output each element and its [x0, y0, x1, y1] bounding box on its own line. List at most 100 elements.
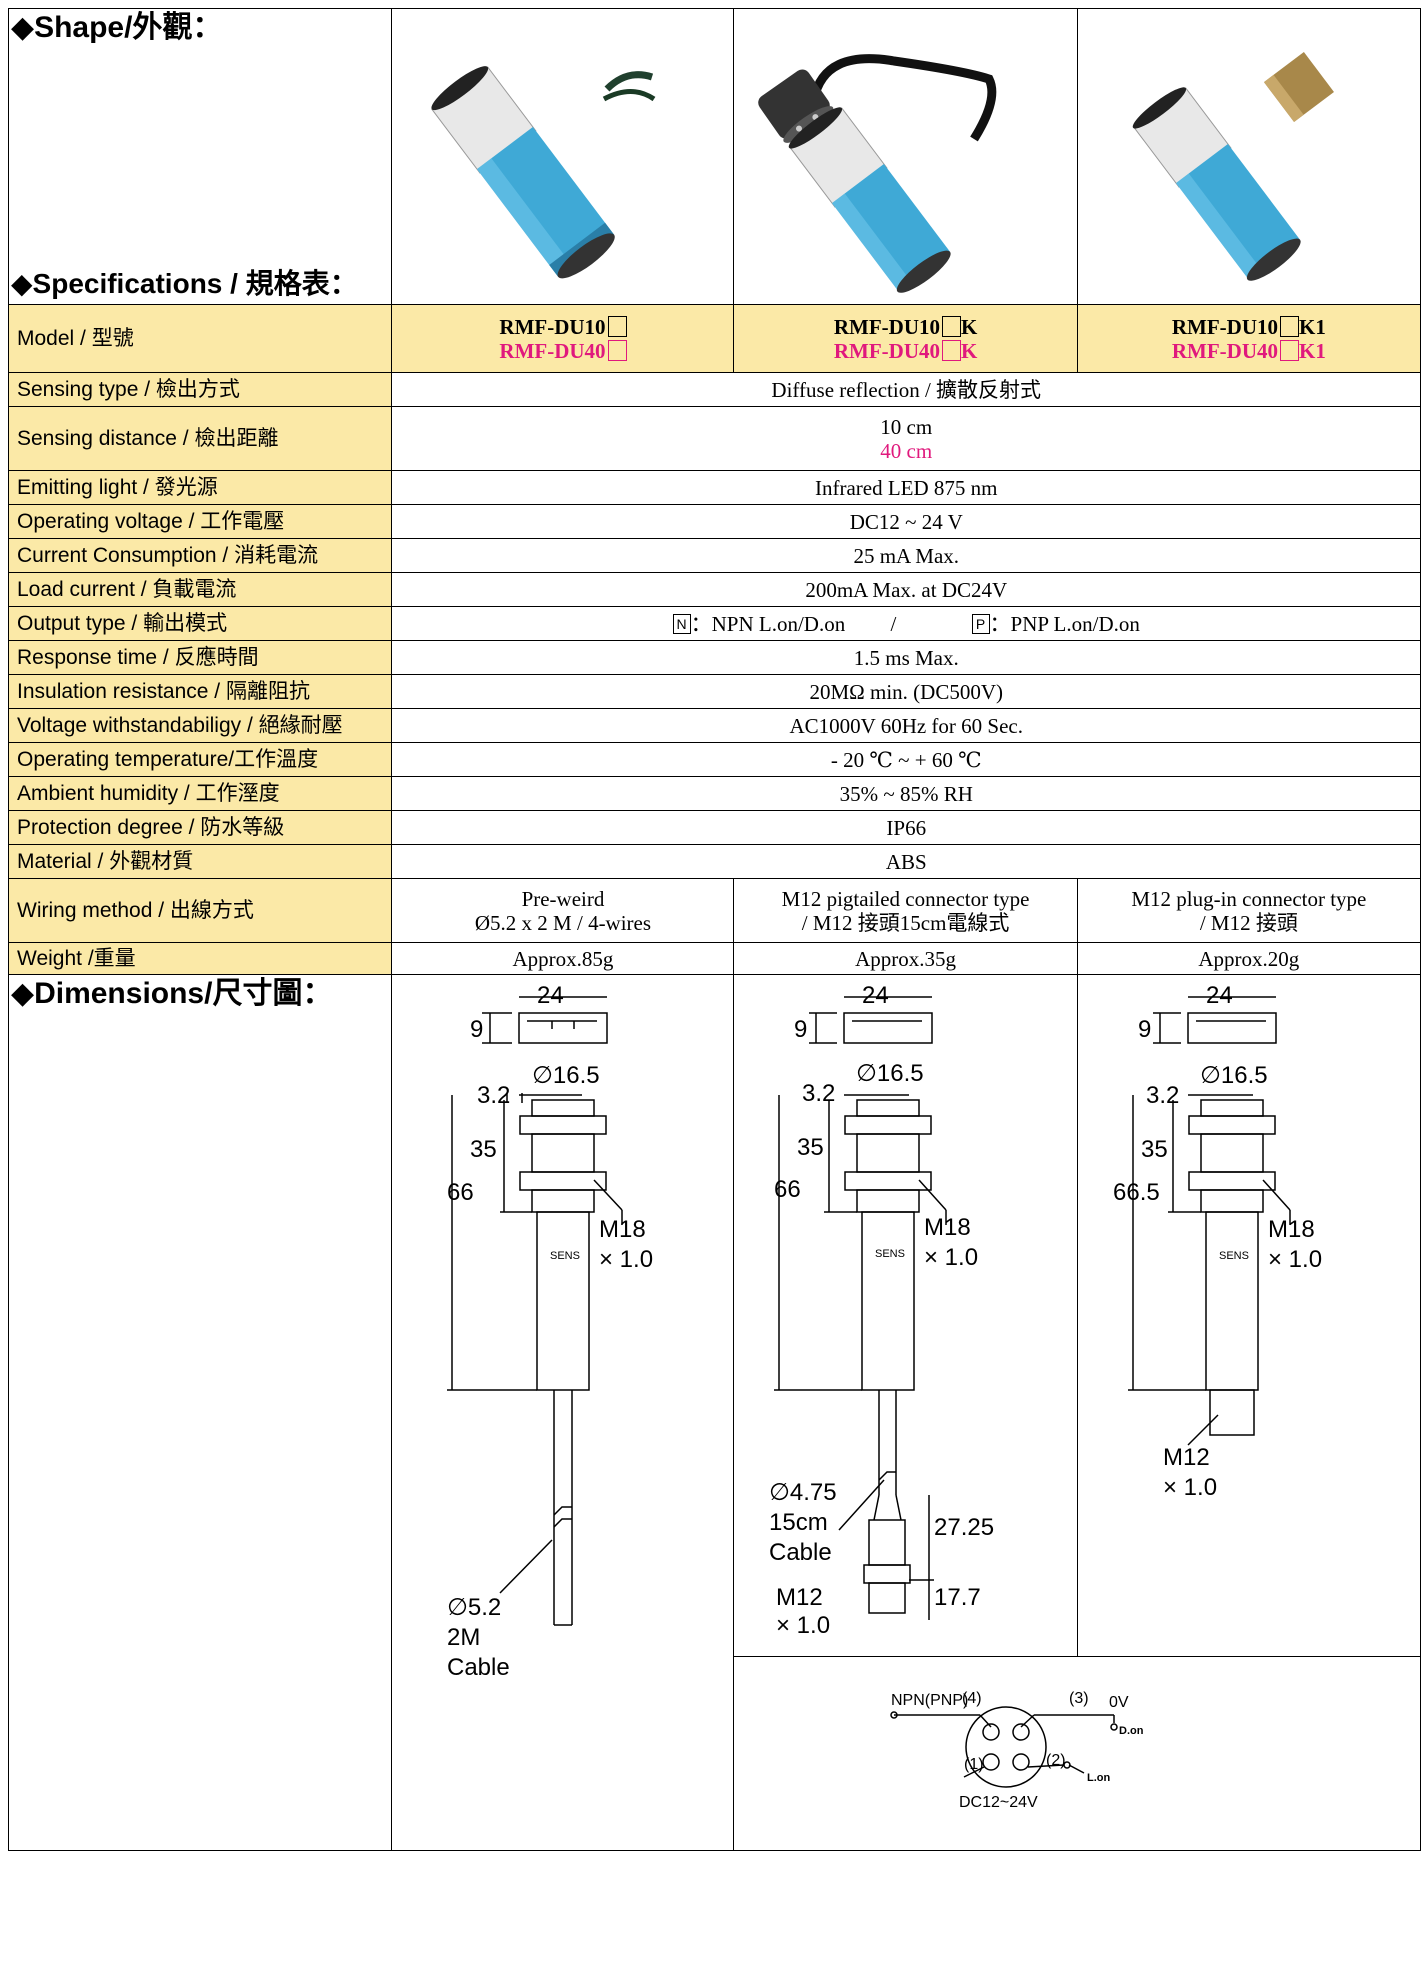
value-humidity: 35% ~ 85% RH [391, 776, 1421, 812]
svg-text:3.2: 3.2 [802, 1080, 835, 1107]
label-wiring: Wiring method / 出線方式 [7, 878, 393, 944]
svg-text:9: 9 [794, 1016, 807, 1043]
label-current-consumption: Current Consumption / 消耗電流 [7, 538, 393, 574]
dimensions-heading-cell: ◆Dimensions/尺寸圖： [7, 974, 393, 1852]
svg-text:Cable: Cable [769, 1539, 832, 1566]
value-insulation: 20MΩ min. (DC500V) [391, 674, 1421, 710]
svg-text:15cm: 15cm [769, 1509, 828, 1536]
svg-text:0V: 0V [1109, 1694, 1129, 1711]
pinout-cell: NPN(PNP) (4) (3) 0V D.on (1) (2) L.on DC… [733, 1655, 1421, 1852]
svg-text:66: 66 [447, 1179, 474, 1206]
dimension-svg-1: 24 9 ∅16.5 3.2 35 66 M18 × 1.0 SENS ∅5.2… [447, 982, 654, 1681]
spec-table: ◆Shape/外觀： ◆Specifications / 規格表： [7, 7, 1422, 1852]
svg-text:× 1.0: × 1.0 [1268, 1246, 1322, 1273]
svg-text:× 1.0: × 1.0 [599, 1246, 653, 1273]
value-load-current: 200mA Max. at DC24V [391, 572, 1421, 608]
label-protection: Protection degree / 防水等級 [7, 810, 393, 846]
label-response-time: Response time / 反應時間 [7, 640, 393, 676]
value-sensing-distance: 10 cm 40 cm [391, 406, 1421, 472]
svg-text:NPN(PNP): NPN(PNP) [891, 1692, 968, 1709]
value-material: ABS [391, 844, 1421, 880]
label-operating-voltage: Operating voltage / 工作電壓 [7, 504, 393, 540]
value-voltage-withstand: AC1000V 60Hz for 60 Sec. [391, 708, 1421, 744]
dimension-svg-3: 24 9 ∅16.5 3.2 35 66.5 M18 × 1.0 SENS M1… [1113, 982, 1322, 1501]
value-current-consumption: 25 mA Max. [391, 538, 1421, 574]
value-operating-voltage: DC12 ~ 24 V [391, 504, 1421, 540]
svg-text:∅16.5: ∅16.5 [856, 1060, 924, 1087]
svg-text:17.7: 17.7 [934, 1584, 981, 1611]
dimensions-heading: ◆Dimensions/尺寸圖： [11, 977, 333, 1011]
label-emitting-light: Emitting light / 發光源 [7, 470, 393, 506]
svg-text:∅16.5: ∅16.5 [1200, 1062, 1268, 1089]
svg-text:SENS: SENS [550, 1250, 580, 1262]
svg-text:(3): (3) [1069, 1690, 1089, 1707]
sensor-plug-image [1132, 52, 1334, 281]
svg-text:2M: 2M [447, 1624, 480, 1651]
datasheet: ◆Shape/外觀： ◆Specifications / 規格表： [7, 7, 1422, 1966]
value-output-type: N：NPN L.on/D.on / P：PNP L.on/D.on [391, 606, 1421, 642]
svg-text:3.2: 3.2 [1146, 1082, 1179, 1109]
product-photo-plug [1076, 7, 1422, 306]
value-weight-2: Approx.35g [733, 942, 1078, 976]
specifications-heading: ◆Specifications / 規格表： [11, 267, 358, 299]
value-weight-1: Approx.85g [391, 942, 735, 976]
value-sensing-type: Diffuse reflection / 擴散反射式 [391, 372, 1421, 408]
svg-text:9: 9 [1138, 1016, 1151, 1043]
value-protection: IP66 [391, 810, 1421, 846]
value-wiring-2: M12 pigtailed connector type/ M12 接頭15cm… [733, 878, 1078, 944]
label-operating-temp: Operating temperature/工作溫度 [7, 742, 393, 778]
svg-text:M18: M18 [1268, 1216, 1315, 1243]
svg-text:∅5.2: ∅5.2 [447, 1594, 501, 1621]
dimension-drawing-1: 24 9 ∅16.5 3.2 35 66 M18 × 1.0 SENS ∅5.2… [391, 974, 735, 1852]
svg-text:Cable: Cable [447, 1654, 510, 1681]
label-humidity: Ambient humidity / 工作溼度 [7, 776, 393, 812]
svg-text:∅16.5: ∅16.5 [532, 1062, 600, 1089]
svg-text:24: 24 [862, 982, 889, 1009]
sensor-cable-image [431, 66, 656, 279]
svg-text:∅4.75: ∅4.75 [769, 1479, 837, 1506]
svg-text:(2): (2) [1046, 1752, 1066, 1769]
value-operating-temp: - 20 ℃ ~ + 60 ℃ [391, 742, 1421, 778]
label-weight: Weight /重量 [7, 942, 393, 976]
svg-text:M18: M18 [924, 1214, 971, 1241]
value-wiring-3: M12 plug-in connector type/ M12 接頭 [1076, 878, 1422, 944]
svg-text:SENS: SENS [1219, 1250, 1249, 1262]
label-sensing-distance: Sensing distance / 檢出距離 [7, 406, 393, 472]
svg-text:3.2: 3.2 [477, 1082, 510, 1109]
svg-text:D.on: D.on [1119, 1725, 1144, 1737]
svg-text:27.25: 27.25 [934, 1514, 994, 1541]
svg-text:35: 35 [797, 1134, 824, 1161]
svg-text:M18: M18 [599, 1216, 646, 1243]
pinout-diagram: NPN(PNP) (4) (3) 0V D.on (1) (2) L.on DC… [890, 1690, 1144, 1811]
svg-text:(1): (1) [964, 1756, 984, 1773]
label-material: Material / 外觀材質 [7, 844, 393, 880]
svg-text:24: 24 [537, 982, 564, 1009]
svg-text:SENS: SENS [875, 1248, 905, 1260]
svg-text:24: 24 [1206, 982, 1233, 1009]
svg-text:× 1.0: × 1.0 [1163, 1474, 1217, 1501]
svg-text:M12: M12 [776, 1584, 823, 1611]
svg-text:66.5: 66.5 [1113, 1179, 1160, 1206]
svg-text:35: 35 [1141, 1136, 1168, 1163]
product-photo-pigtail [733, 7, 1078, 306]
product-photo-cable [391, 7, 735, 306]
label-insulation: Insulation resistance / 隔離阻抗 [7, 674, 393, 710]
shape-heading: ◆Shape/外觀： [11, 11, 223, 44]
value-weight-3: Approx.20g [1076, 942, 1422, 976]
svg-text:× 1.0: × 1.0 [776, 1612, 830, 1635]
label-output-type: Output type / 輸出模式 [7, 606, 393, 642]
model-col-1: RMF-DU10 RMF-DU40 [391, 304, 735, 374]
svg-text:9: 9 [470, 1016, 483, 1043]
svg-text:M12: M12 [1163, 1444, 1210, 1471]
dimension-drawing-3: 24 9 ∅16.5 3.2 35 66.5 M18 × 1.0 SENS M1… [1076, 974, 1422, 1657]
svg-text:66: 66 [774, 1176, 801, 1203]
label-voltage-withstand: Voltage withstandabiligy / 絕緣耐壓 [7, 708, 393, 744]
value-response-time: 1.5 ms Max. [391, 640, 1421, 676]
label-sensing-type: Sensing type / 檢出方式 [7, 372, 393, 408]
svg-text:35: 35 [470, 1136, 497, 1163]
shape-heading-cell: ◆Shape/外觀： ◆Specifications / 規格表： [7, 7, 393, 306]
svg-text:× 1.0: × 1.0 [924, 1244, 978, 1271]
label-model: Model / 型號 [7, 304, 393, 374]
